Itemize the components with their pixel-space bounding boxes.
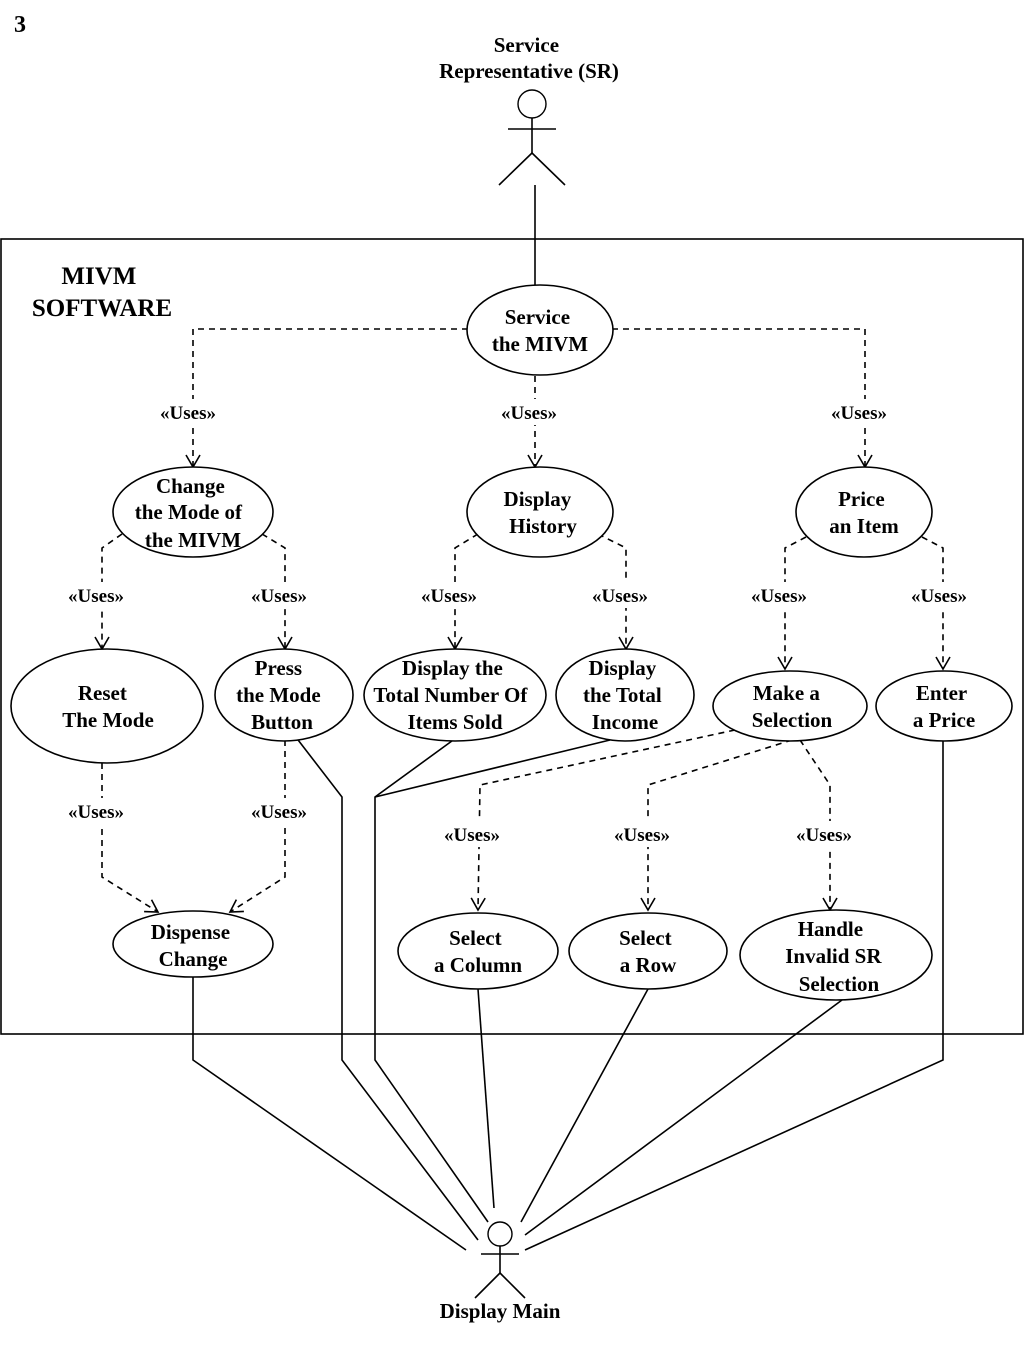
svg-text:Enter a Price: Enter a Price bbox=[913, 681, 975, 732]
svg-text:Select a Column: Select a Column bbox=[434, 926, 522, 977]
system-boundary bbox=[0, 238, 1024, 1035]
use-case-price-an-item: Price an Item bbox=[795, 466, 933, 558]
use-case-handle-invalid-sr-selection: Handle Invalid SR Selection bbox=[739, 909, 933, 1001]
use-case-change-mode: Change the Mode of the MIVM bbox=[112, 466, 274, 558]
svg-text:Make a Selection: Make a Selection bbox=[752, 681, 833, 732]
use-case-press-mode-button: Press the Mode Button bbox=[214, 648, 354, 742]
use-case-display-total-income: Display the Total Income bbox=[555, 648, 695, 742]
associations bbox=[192, 185, 944, 1251]
uses-label: «Uses» bbox=[251, 586, 307, 607]
uses-labels: «Uses» «Uses» «Uses» «Uses» «Uses» «Uses… bbox=[58, 399, 977, 847]
uses-label: «Uses» bbox=[160, 403, 216, 424]
svg-text:Display History: Display History bbox=[504, 487, 578, 538]
svg-text:Select a Row: Select a Row bbox=[619, 926, 677, 977]
svg-text:Change the Mode of: Change the Mode of the MIVM bbox=[135, 474, 248, 552]
uses-label: «Uses» bbox=[614, 825, 670, 846]
system-label: MIVM SOFTWARE bbox=[32, 263, 172, 322]
use-case-display-total-items-sold: Display the Total Number Of Items Sold bbox=[363, 648, 547, 742]
use-case-dispense-change: Dispense Change bbox=[112, 910, 274, 978]
use-case-display-history: Display History bbox=[466, 466, 614, 558]
uses-label: «Uses» bbox=[421, 586, 477, 607]
use-case-reset-mode: Reset The Mode bbox=[10, 648, 204, 764]
actor-head bbox=[517, 89, 547, 119]
use-case-service-the-mivm: Service the MIVM bbox=[466, 284, 614, 376]
actor-head bbox=[487, 1221, 513, 1247]
uses-label: «Uses» bbox=[592, 586, 648, 607]
use-case-enter-price: Enter a Price bbox=[875, 670, 1013, 742]
uses-label: «Uses» bbox=[251, 802, 307, 823]
actor-label-display-main: Display Main bbox=[440, 1299, 561, 1323]
uses-label: «Uses» bbox=[831, 403, 887, 424]
uses-label: «Uses» bbox=[796, 825, 852, 846]
page-number: 3 bbox=[14, 12, 26, 38]
use-case-make-selection: Make a Selection bbox=[712, 670, 868, 742]
svg-text:Dispense Change: Dispense Change bbox=[151, 920, 236, 971]
actor-service-representative: Service Representative (SR) bbox=[439, 33, 619, 186]
uses-label: «Uses» bbox=[501, 403, 557, 424]
use-case-select-row: Select a Row bbox=[568, 912, 728, 990]
actor-label-service-rep: Service Representative (SR) bbox=[439, 33, 619, 83]
svg-text:Display the Total: Display the Total Income bbox=[583, 656, 667, 734]
uses-label: «Uses» bbox=[444, 825, 500, 846]
uses-label: «Uses» bbox=[68, 802, 124, 823]
uses-label: «Uses» bbox=[911, 586, 967, 607]
svg-text:Handle Invalid SR: Handle Invalid SR Selection bbox=[785, 917, 887, 996]
svg-text:Reset The Mode: Reset The Mode bbox=[62, 681, 154, 732]
uses-label: «Uses» bbox=[68, 586, 124, 607]
svg-text:Price an Item: Price an Item bbox=[829, 487, 899, 538]
use-case-select-column: Select a Column bbox=[397, 912, 559, 990]
svg-text:Service the MIVM: Service the MIVM bbox=[492, 305, 588, 356]
actor-display-main: Display Main bbox=[440, 1221, 561, 1323]
uses-label: «Uses» bbox=[751, 586, 807, 607]
svg-text:Display the Total Number: Display the Total Number Of Items Sold bbox=[373, 656, 532, 734]
svg-text:Press the Mode But: Press the Mode Button bbox=[236, 656, 326, 734]
